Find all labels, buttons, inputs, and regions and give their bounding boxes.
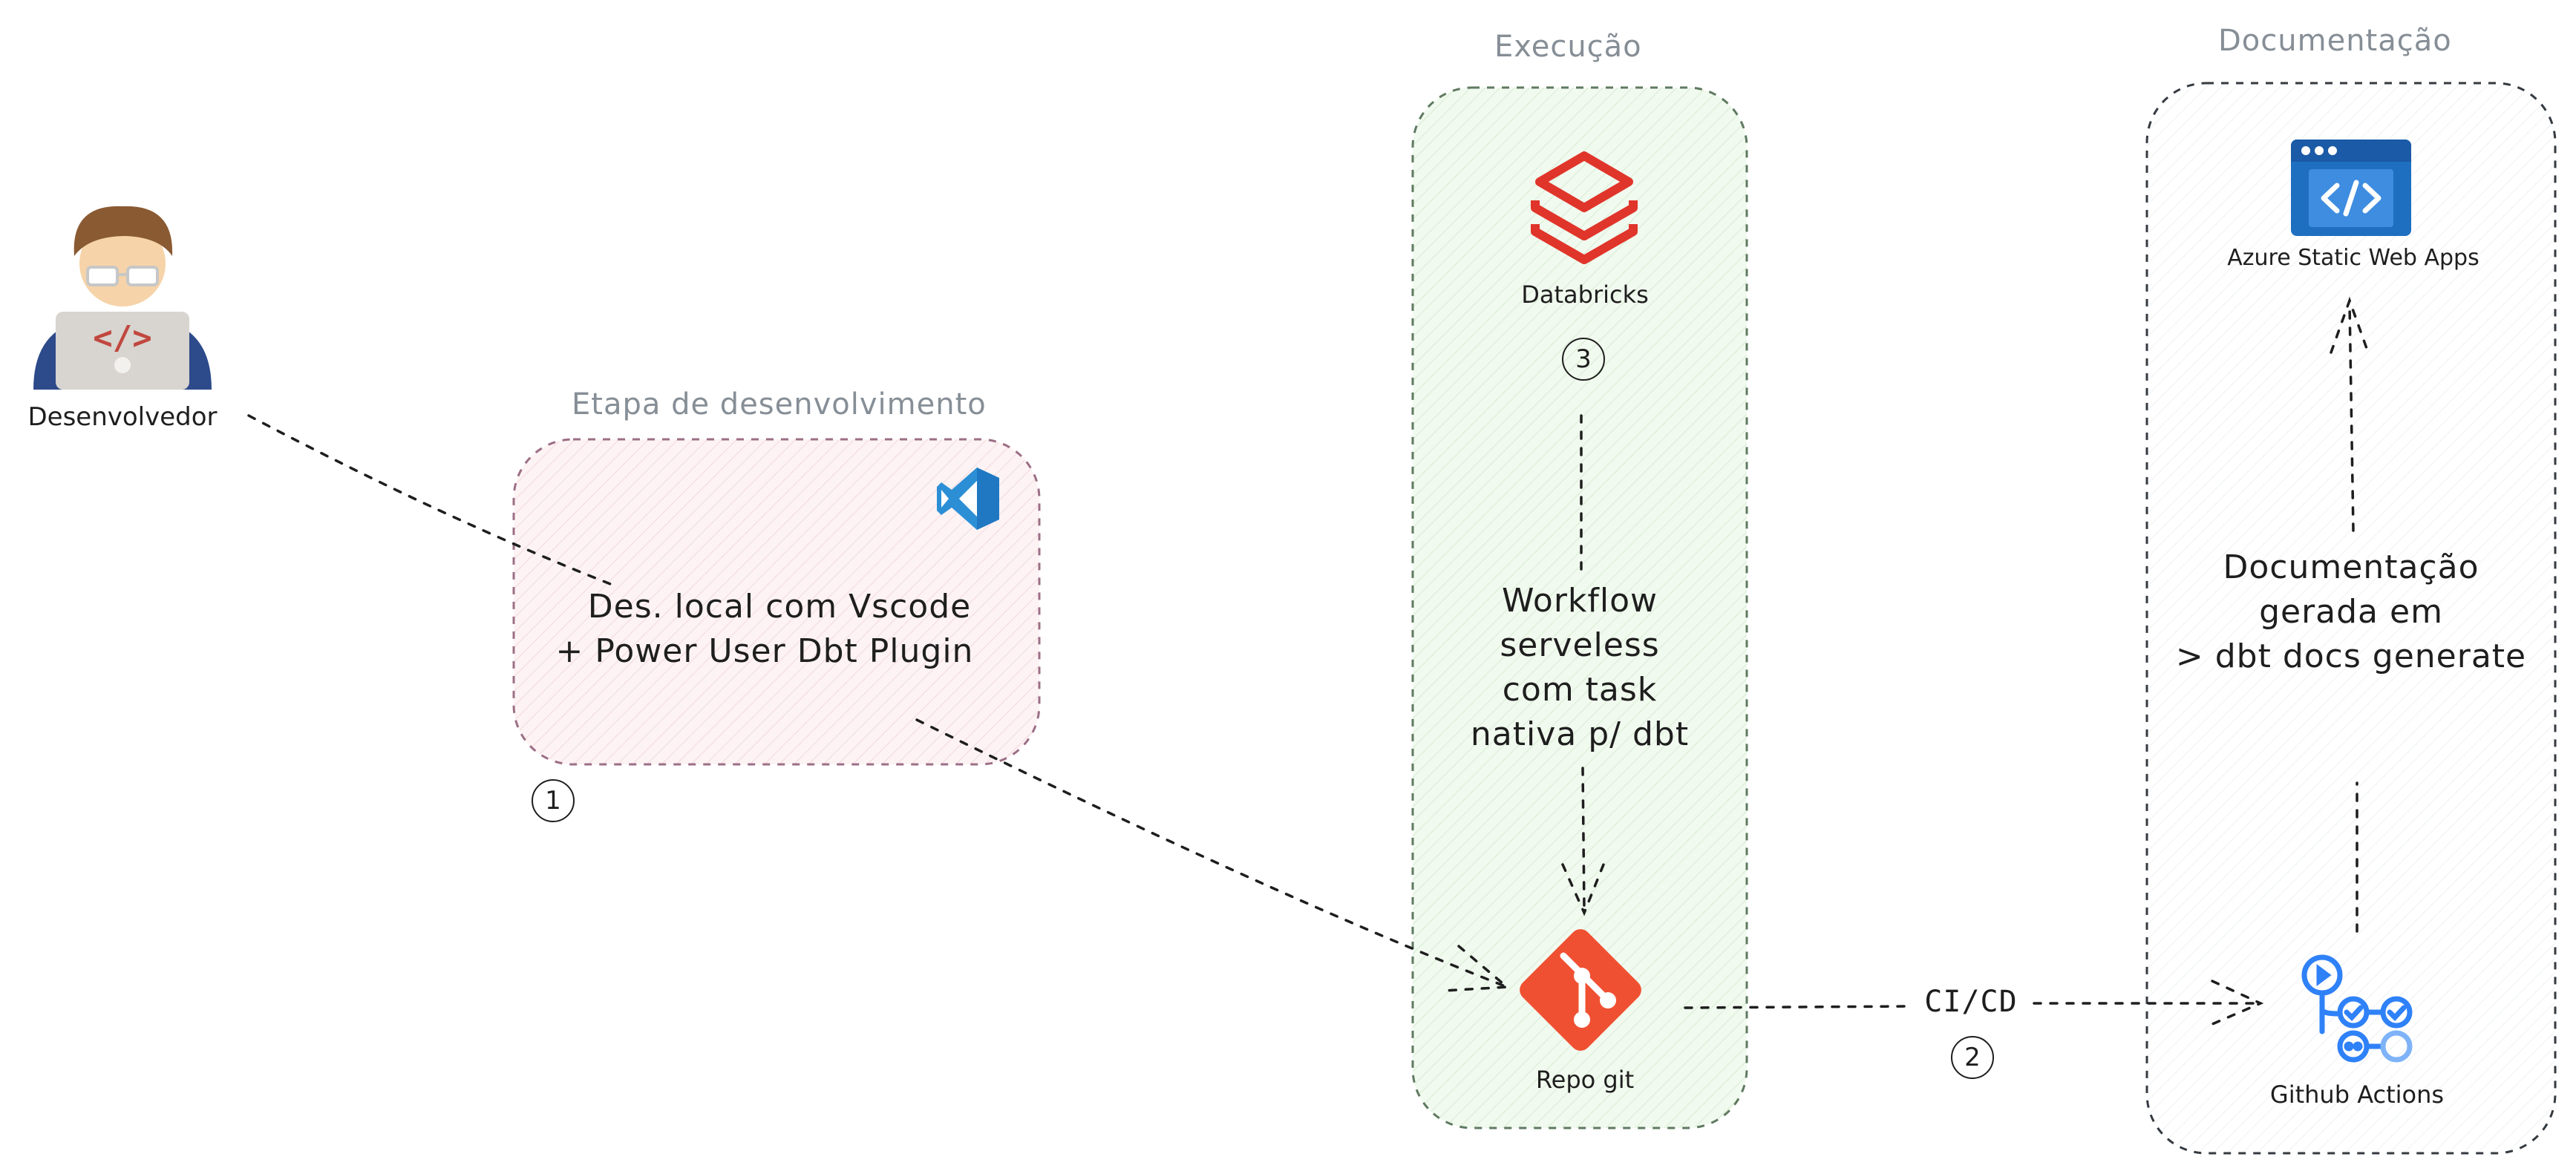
dev-stage-container — [512, 438, 1041, 766]
step-3-badge: 3 — [1562, 338, 1605, 381]
repo-to-actions-arrowhead — [2211, 980, 2264, 1026]
developer-icon: </> — [33, 206, 212, 390]
github-actions-label: Github Actions — [2269, 1080, 2445, 1109]
repo-to-actions-arrow — [1684, 1002, 2258, 1009]
step-1-badge: 1 — [532, 779, 575, 822]
azure-static-web-apps-icon — [2291, 140, 2411, 236]
execution-title: Execução — [1494, 30, 1642, 64]
documentation-line2: gerada em — [2259, 593, 2443, 631]
cicd-label: CI/CD — [1924, 985, 2018, 1019]
git-icon — [1520, 929, 1641, 1051]
vscode-icon — [937, 468, 999, 530]
dev-stage-description-line1: Des. local com Vscode — [587, 588, 972, 626]
repo-git-label: Repo git — [1535, 1066, 1635, 1094]
svg-text:</>: </> — [93, 319, 151, 357]
databricks-label: Databricks — [1521, 281, 1649, 309]
dev-stage-description-line2: + Power User Dbt Plugin — [555, 632, 974, 670]
workflow-line4: nativa p/ dbt — [1470, 715, 1690, 753]
step-2-badge: 2 — [1951, 1036, 1994, 1079]
developer-to-dev-stage-connector — [247, 414, 618, 588]
github-actions-icon — [2301, 954, 2413, 1063]
actions-to-webapps-arrow — [2348, 303, 2358, 933]
documentation-container — [2145, 82, 2557, 1155]
documentation-line1: Documentação — [2223, 548, 2479, 586]
workflow-line1: Workflow — [1501, 582, 1658, 620]
azure-static-web-apps-label: Azure Static Web Apps — [2227, 245, 2479, 271]
databricks-to-repo-arrowhead — [1561, 863, 1605, 916]
dev-stage-title: Etapa de desenvolvimento — [572, 387, 987, 422]
workflow-line2: serveless — [1500, 626, 1660, 664]
developer-label: Desenvolvedor — [27, 402, 218, 432]
actions-to-webapps-arrowhead — [2330, 296, 2370, 354]
dev-stage-to-repo-arrowhead — [1442, 945, 1511, 992]
databricks-to-repo-arrow — [1580, 414, 1586, 911]
workflow-line3: com task — [1502, 671, 1658, 709]
databricks-icon — [1531, 151, 1638, 264]
execution-container — [1411, 86, 1748, 1129]
documentation-line3: > dbt docs generate — [2175, 637, 2527, 675]
documentation-title: Documentação — [2218, 24, 2452, 58]
